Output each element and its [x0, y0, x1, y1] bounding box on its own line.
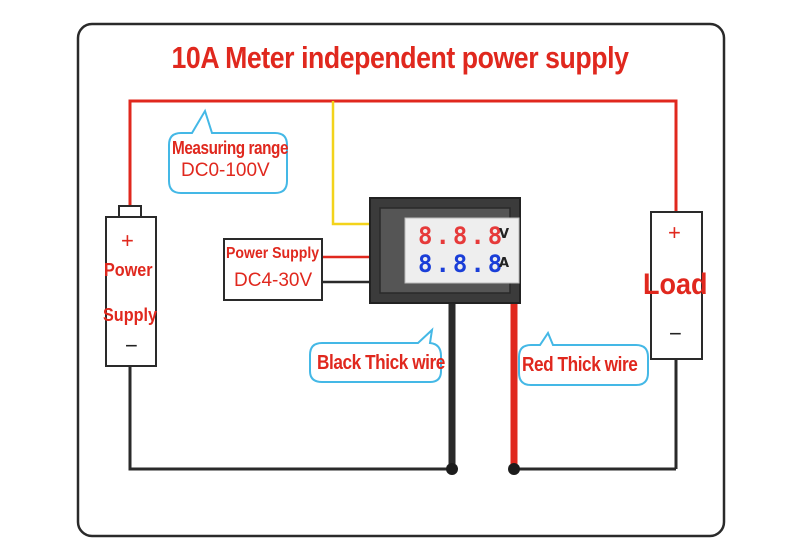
red-wire-top: [128, 99, 678, 212]
red-wire-bubble: [518, 330, 649, 386]
load-plus-sign: +: [668, 220, 681, 245]
power-supply-value: DC4-30V: [234, 270, 313, 291]
measuring-range-value: DC0-100V: [181, 160, 270, 181]
measuring-range-label: Measuring range: [172, 138, 289, 158]
battery-label-line1: Power: [104, 260, 153, 280]
battery-minus-sign: −: [125, 333, 138, 358]
battery-label-line2: Supply: [103, 305, 158, 325]
load-minus-sign: −: [669, 321, 682, 346]
diagram-title: 10A Meter independent power supply: [171, 40, 629, 75]
battery-plus-sign: +: [121, 228, 134, 253]
meter-screen: [404, 217, 520, 284]
red-thick-wire-label: Red Thick wire: [522, 354, 638, 376]
power-supply-label: Power Supply: [226, 245, 320, 262]
black-wire-junction: [446, 463, 458, 475]
black-thick-wire-label: Black Thick wire: [317, 352, 445, 374]
current-unit: A: [499, 256, 510, 271]
black-wire-bottom-left: [128, 365, 452, 471]
current-display: 8.8.8: [418, 250, 506, 278]
load-label: Load: [643, 268, 708, 301]
red-wire-junction: [508, 463, 520, 475]
voltage-unit: V: [499, 227, 510, 242]
voltage-display: 8.8.8: [418, 222, 506, 250]
yellow-sense-wire: [331, 101, 370, 226]
black-wire-bubble: [309, 327, 442, 383]
measuring-range-bubble: [168, 108, 288, 194]
battery-body: [105, 216, 157, 367]
power-supply-box: [223, 238, 323, 301]
load-body: [650, 211, 703, 360]
